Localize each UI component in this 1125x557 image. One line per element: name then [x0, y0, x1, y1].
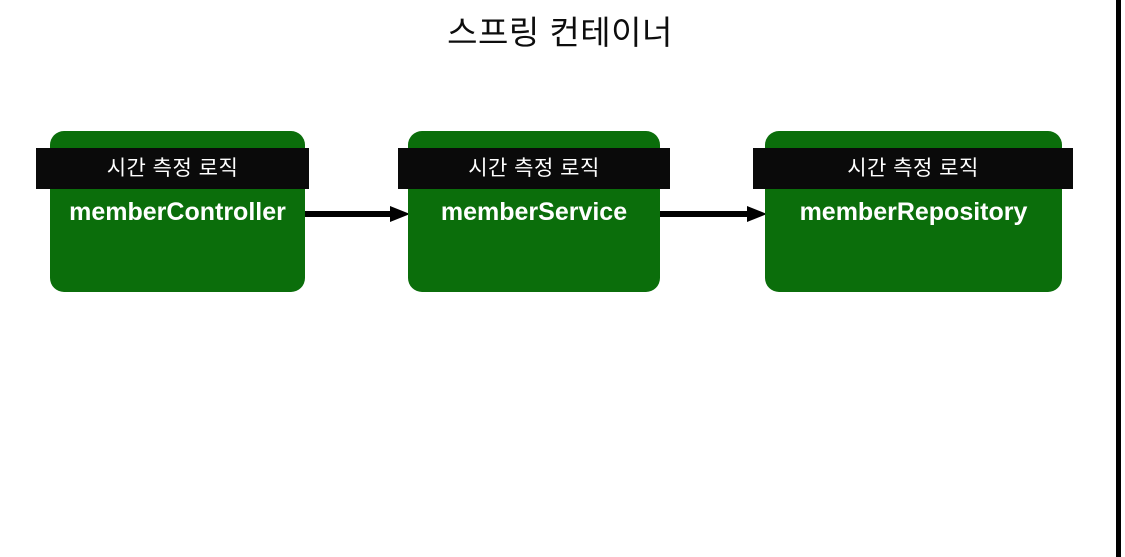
arrow-service-to-repository [660, 206, 767, 222]
arrow-shaft [660, 211, 750, 217]
aop-banner-member-repository[interactable]: 시간 측정 로직 [753, 148, 1073, 189]
slide-right-border [1116, 0, 1121, 557]
arrow-head-icon [747, 206, 767, 222]
page-title: 스프링 컨테이너 [447, 14, 673, 51]
arrow-head-icon [390, 206, 410, 222]
aop-banner-label-member-repository: 시간 측정 로직 [847, 157, 979, 180]
aop-banner-member-service[interactable]: 시간 측정 로직 [398, 148, 670, 189]
aop-banner-label-member-controller: 시간 측정 로직 [106, 157, 239, 180]
aop-banner-label-member-service: 시간 측정 로직 [468, 157, 600, 180]
arrow-shaft [305, 211, 393, 217]
bean-label-member-repository: memberRepository [799, 198, 1028, 226]
bean-label-member-service: memberService [440, 198, 628, 226]
aop-banner-member-controller[interactable]: 시간 측정 로직 [36, 148, 309, 189]
arrow-controller-to-service [305, 206, 410, 222]
bean-label-member-controller: memberController [69, 198, 286, 226]
